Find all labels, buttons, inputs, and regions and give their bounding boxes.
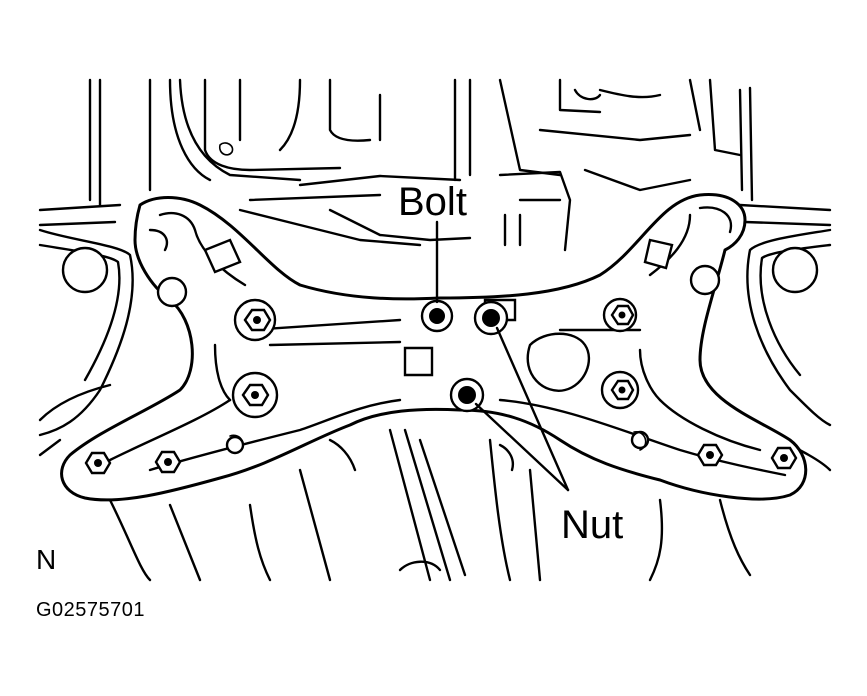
- crossmember-body: [60, 193, 808, 502]
- orientation-mark: N: [36, 544, 57, 575]
- nut-leader-line-upper: [495, 326, 570, 492]
- crossmember-contours: [108, 206, 787, 477]
- side-structures: [38, 228, 832, 437]
- bolt-head: [420, 299, 454, 333]
- right-mount-ring: [771, 246, 819, 294]
- callout-bolt: Bolt: [398, 180, 467, 224]
- leader-lines: [435, 220, 570, 492]
- nut-upper: [473, 300, 509, 336]
- background-chassis-lines: [38, 78, 832, 582]
- figure-code: G02575701: [36, 599, 146, 621]
- nut-leader-line-lower: [474, 402, 570, 492]
- left-mount-ring: [61, 246, 109, 294]
- callout-nut: Nut: [561, 503, 624, 547]
- nut-lower: [449, 377, 485, 413]
